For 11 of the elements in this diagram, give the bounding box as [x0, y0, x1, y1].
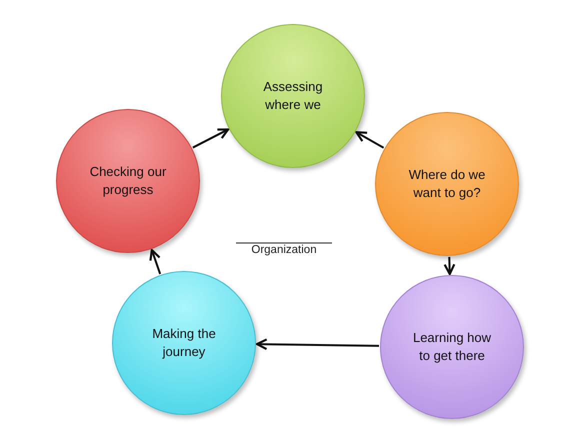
arrow: [149, 248, 162, 274]
node-label: Making the journey: [151, 325, 217, 361]
center-label: Organization: [250, 244, 318, 256]
node-label: Where do we want to go?: [408, 166, 486, 202]
arrow: [256, 338, 380, 350]
arrow: [192, 128, 230, 148]
node-label: Learning how to get there: [412, 329, 492, 365]
arrow: [444, 256, 456, 276]
node-label: Checking our progress: [88, 163, 168, 199]
node-label: Assessing where we: [262, 78, 324, 114]
arrow: [355, 131, 384, 149]
